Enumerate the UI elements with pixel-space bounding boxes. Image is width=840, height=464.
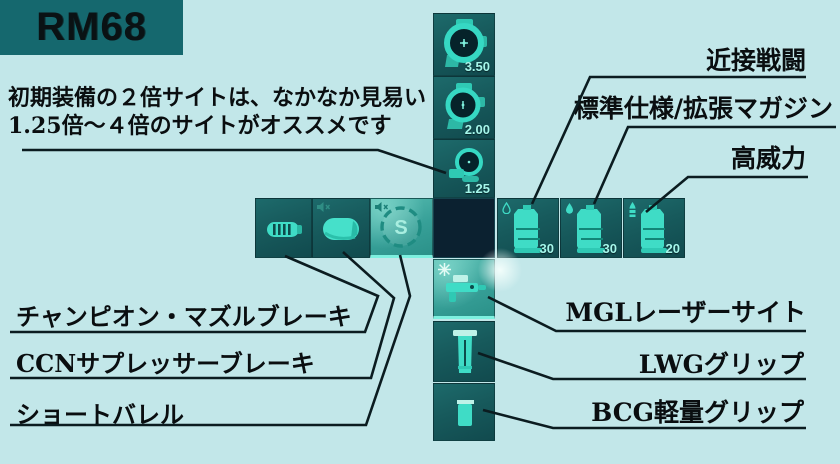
label-standard-extended-mag: 標準仕様/拡張マガジン xyxy=(573,94,833,123)
tile-lwg-grip[interactable] xyxy=(433,321,495,382)
tile-high-power-magazine[interactable]: 20 xyxy=(623,198,685,258)
note-line-2: 1.25倍～４倍のサイトがオススメです xyxy=(8,113,392,139)
tile-ccn-suppressor-brake[interactable] xyxy=(312,198,370,258)
scope-zoom-value: 1.25 xyxy=(464,181,490,196)
magazine-icon xyxy=(577,205,605,253)
signature-star-icon xyxy=(438,263,451,276)
suppressor-icon xyxy=(323,218,359,240)
note-line-1: 初期装備の２倍サイトは、なかなか見易い xyxy=(8,85,427,111)
muzzle-brake-icon xyxy=(267,222,302,237)
scope-3-50-icon xyxy=(444,19,487,67)
label-ccn-suppressor-brake: CCNサプレッサーブレーキ xyxy=(16,349,315,378)
scope-2-00-icon xyxy=(445,83,485,129)
laser-sight-icon xyxy=(446,275,486,302)
tile-scope-3-50[interactable]: 3.50 xyxy=(433,13,495,76)
label-lwg-grip: LWGグリップ xyxy=(638,350,804,379)
callout-line-scope-note xyxy=(22,148,447,175)
magazine-capacity: 20 xyxy=(665,241,680,256)
label-bcg-light-grip: BCG軽量グリップ xyxy=(591,398,804,427)
tile-weapon-center-slot[interactable] xyxy=(433,198,495,258)
short-barrel-letter: S xyxy=(394,217,407,239)
weapon-name: RM68 xyxy=(36,5,147,49)
tile-short-barrel[interactable]: S xyxy=(370,198,433,258)
scope-advice-note: 初期装備の２倍サイトは、なかなか見易い 1.25倍～４倍のサイトがオススメです xyxy=(8,84,426,140)
short-barrel-icon: S xyxy=(380,206,422,248)
tile-mgl-laser-sight[interactable] xyxy=(433,259,495,319)
magazine-capacity: 30 xyxy=(602,241,617,256)
magazine-capacity: 30 xyxy=(539,241,554,256)
tile-scope-1-25[interactable]: 1.25 xyxy=(433,139,495,198)
tile-close-combat-magazine[interactable]: 30 xyxy=(497,198,559,258)
suppressed-icon xyxy=(375,202,388,212)
label-high-power: 高威力 xyxy=(730,144,806,173)
magazine-icon xyxy=(514,205,542,253)
scope-zoom-value: 2.00 xyxy=(464,122,490,137)
label-short-barrel: ショートバレル xyxy=(16,400,184,429)
label-mgl-laser-sight: MGLレーザーサイト xyxy=(565,298,806,327)
label-champion-muzzle-brake: チャンピオン・マズルブレーキ xyxy=(16,302,352,331)
tile-champion-muzzle-brake[interactable] xyxy=(255,198,312,258)
stub-grip-icon xyxy=(457,400,474,426)
ammo-type-icon xyxy=(629,202,636,217)
scope-zoom-value: 3.50 xyxy=(464,59,490,74)
ammo-type-icon xyxy=(566,203,573,214)
weapon-name-panel: RM68 xyxy=(0,0,183,55)
scope-1-25-icon xyxy=(449,148,483,182)
suppressed-icon xyxy=(317,202,330,212)
vertical-grip-icon xyxy=(453,330,477,373)
label-close-combat: 近接戦闘 xyxy=(705,46,806,75)
tile-bcg-light-grip[interactable] xyxy=(433,383,495,441)
tile-scope-2-00[interactable]: 2.00 xyxy=(433,76,495,139)
tile-standard-magazine[interactable]: 30 xyxy=(560,198,622,258)
ammo-type-icon xyxy=(502,202,511,214)
